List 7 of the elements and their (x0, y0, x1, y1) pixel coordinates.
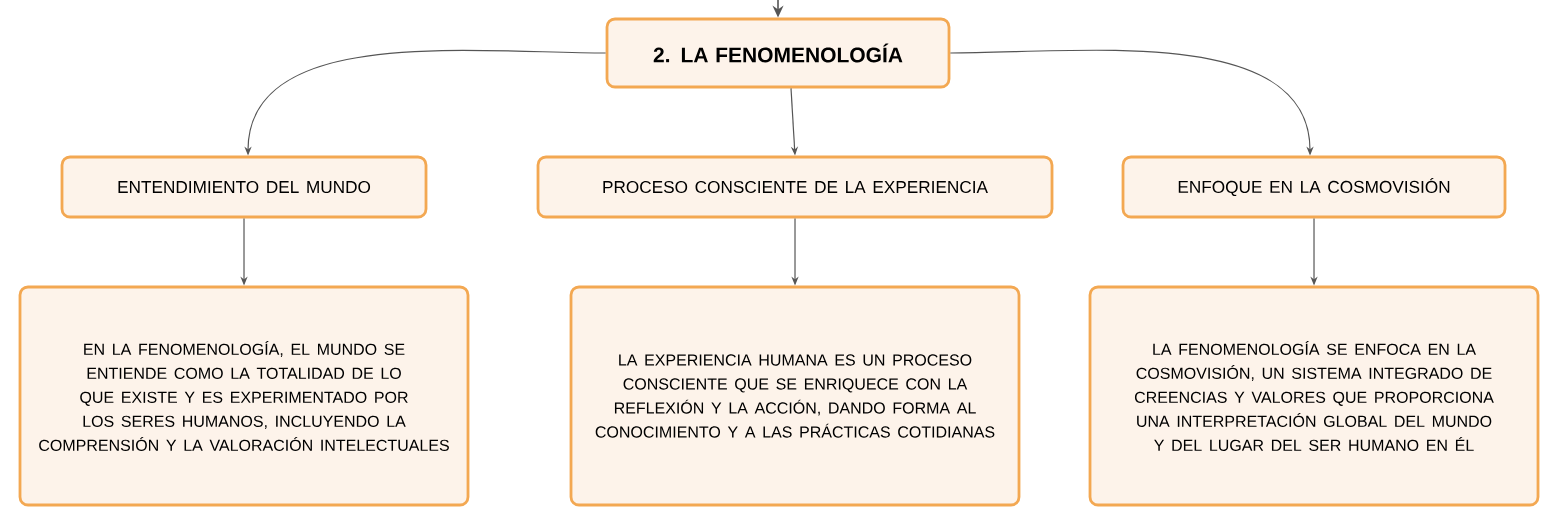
description-box: LA FENOMENOLOGÍA SE ENFOCA EN LA COSMOVISIÓN, UN SISTEMA INTEGRADO DE CREENCIAS Y VALORES QUE PROPORCIONA UNA INTERPRETACIÓN GLOBAL DEL MUNDO Y DEL LUGAR DEL SER HUMANO EN ÉL (1088, 285, 1540, 507)
topic-box: ENFOQUE EN LA COSMOVISIÓN (1121, 155, 1507, 219)
topic-box: PROCESO CONSCIENTE DE LA EXPERIENCIA (536, 155, 1054, 219)
topic-box: ENTENDIMIENTO DEL MUNDO (60, 155, 428, 219)
description-box: EN LA FENOMENOLOGÍA, EL MUNDO SE ENTIENDE COMO LA TOTALIDAD DE LO QUE EXISTE Y ES EXPERIMENTADO POR LOS SERES HUMANOS, INCLUYENDO LA COMPRENSIÓN Y LA VALORACIÓN INTELECTUALES (18, 285, 470, 507)
title-box: 2. LA FENOMENOLOGÍA (605, 17, 951, 89)
description-box: LA EXPERIENCIA HUMANA ES UN PROCESO CONSCIENTE QUE SE ENRIQUECE CON LA REFLEXIÓN Y LA ACCIÓN, DANDO FORMA AL CONOCIMIENTO Y A LAS PRÁCTICAS COTIDIANAS (569, 285, 1021, 507)
